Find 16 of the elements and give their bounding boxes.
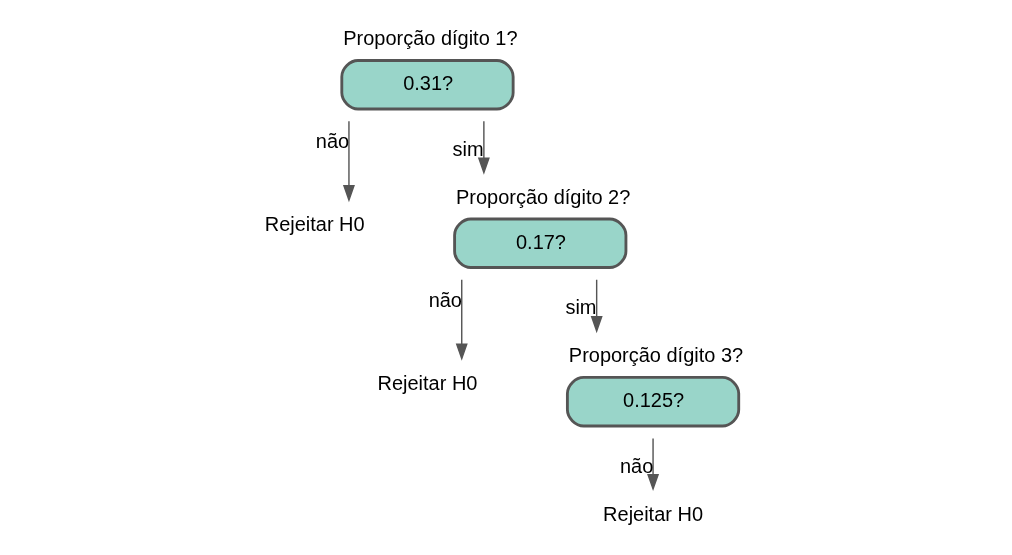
node-label: Proporção dígito 3? <box>568 344 744 367</box>
edge-label: não <box>315 130 350 153</box>
node-text: Rejeitar H0 <box>603 502 704 525</box>
arrow <box>455 279 468 361</box>
arrow <box>590 279 603 334</box>
arrow <box>477 120 490 175</box>
arrow <box>342 120 355 203</box>
edge-label: sim <box>452 137 484 160</box>
arrow <box>647 437 660 492</box>
edge-label: não <box>619 454 654 477</box>
edge-label: sim <box>565 296 597 319</box>
node-text: Rejeitar H0 <box>264 213 365 236</box>
node-label: Proporção dígito 2? <box>456 185 631 208</box>
node-text: Rejeitar H0 <box>377 371 478 394</box>
node-label: Proporção dígito 1? <box>343 27 518 50</box>
edge-label: não <box>428 288 462 311</box>
